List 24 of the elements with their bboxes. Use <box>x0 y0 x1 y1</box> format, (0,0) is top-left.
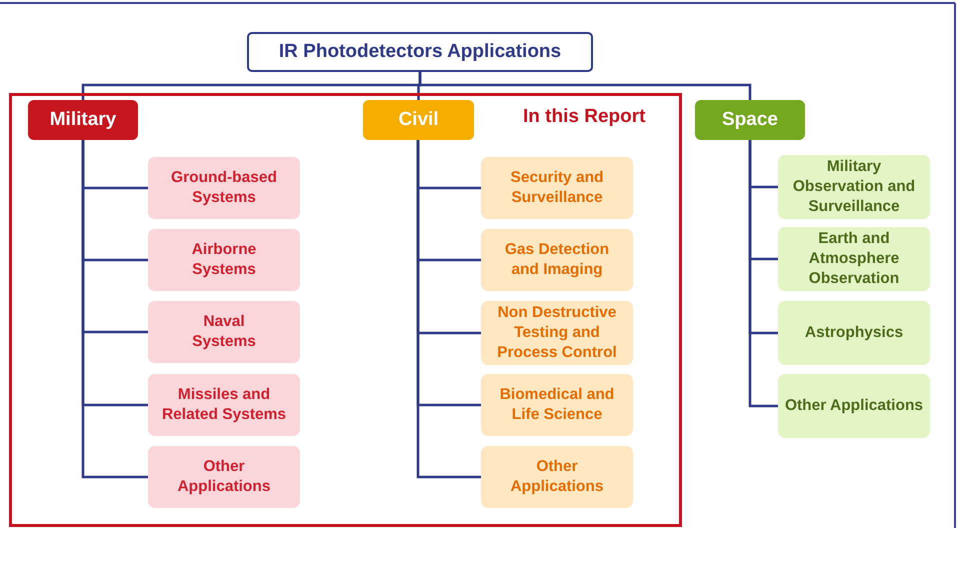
application-box: Biomedical and Life Science <box>481 374 633 436</box>
category-box: Military <box>28 100 138 140</box>
application-box: Airborne Systems <box>148 229 300 291</box>
application-box: Missiles and Related Systems <box>148 374 300 436</box>
application-box: Other Applications <box>148 446 300 508</box>
application-box: Security and Surveillance <box>481 157 633 219</box>
title-box: IR Photodetectors Applications <box>247 32 593 72</box>
connector-line <box>416 140 481 478</box>
connector-line <box>82 140 148 478</box>
category-box: Civil <box>363 100 474 140</box>
application-box: Astrophysics <box>778 301 930 365</box>
application-box: Gas Detection and Imaging <box>481 229 633 291</box>
application-box: Earth and Atmosphere Observation <box>778 227 930 291</box>
connector-line <box>748 140 778 408</box>
application-box: Other Applications <box>481 446 633 508</box>
report-scope-frame <box>9 93 682 527</box>
frame-label: In this Report <box>523 106 646 128</box>
application-box: Other Applications <box>778 374 930 438</box>
category-box: Space <box>695 100 805 140</box>
application-box: Naval Systems <box>148 301 300 363</box>
connector-line <box>418 72 752 100</box>
application-box: Military Observation and Surveillance <box>778 155 930 219</box>
application-box: Non Destructive Testing and Process Control <box>481 301 633 365</box>
application-box: Ground-based Systems <box>148 157 300 219</box>
